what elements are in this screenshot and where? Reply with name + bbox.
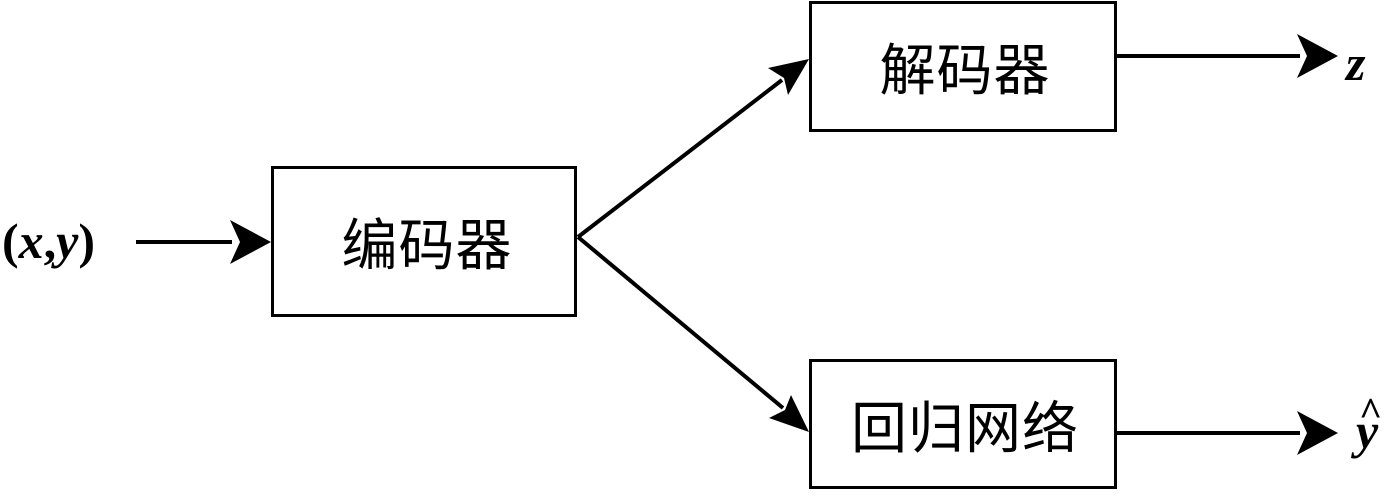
input-open-paren: ( <box>2 213 19 269</box>
input-x: x <box>18 213 44 269</box>
arrow-regression-to-yhat <box>1117 411 1338 455</box>
yhat-hat: ^ <box>1359 389 1383 434</box>
input-label: (x,y) <box>2 216 95 266</box>
arrow-input-to-encoder <box>136 220 271 264</box>
output-z-label: z <box>1346 35 1366 91</box>
decoder-label: 解码器 <box>879 39 1051 104</box>
regression-network-box: 回归网络 <box>809 359 1117 489</box>
arrow-decoder-to-z <box>1117 34 1338 78</box>
arrow-encoder-to-decoder <box>576 59 809 239</box>
regression-network-label: 回归网络 <box>851 396 1079 462</box>
input-y: y <box>56 213 79 269</box>
encoder-box: 编码器 <box>271 166 577 317</box>
encoder-label: 编码器 <box>341 214 513 279</box>
yhat-base: y <box>1356 403 1379 459</box>
input-comma: , <box>43 213 57 269</box>
arrow-encoder-to-regression <box>576 235 809 432</box>
decoder-box: 解码器 <box>809 1 1117 132</box>
output-yhat-label: ^ y <box>1356 392 1382 459</box>
input-close-paren: ) <box>78 213 96 269</box>
